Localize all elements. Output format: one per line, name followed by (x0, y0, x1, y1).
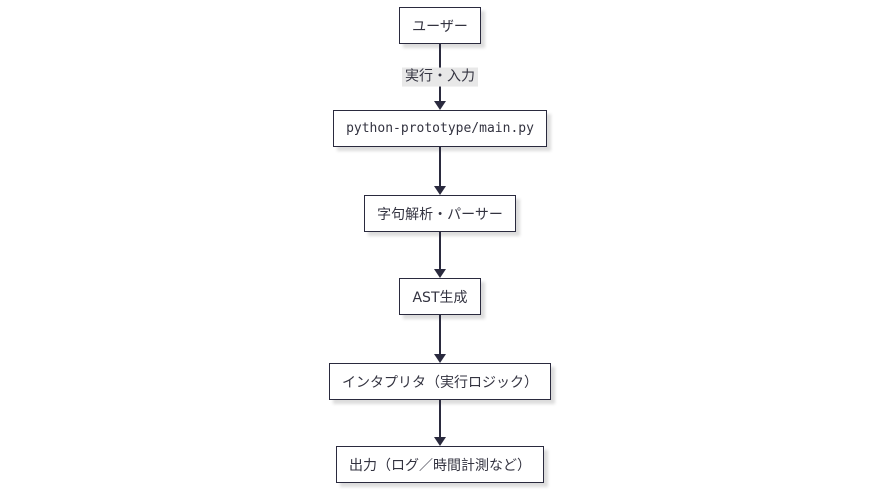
arrow-ast-to-interpreter (434, 315, 446, 363)
arrow-line (439, 315, 441, 354)
node-ast: AST生成 (399, 278, 481, 315)
arrow-interpreter-to-output (434, 400, 446, 446)
node-output: 出力（ログ／時間計測など） (336, 446, 544, 483)
arrow-lexer-to-ast (434, 232, 446, 278)
arrow-head-icon (434, 354, 446, 363)
arrow-head-icon (434, 101, 446, 110)
arrow-user-to-main: 実行・入力 (402, 44, 478, 110)
arrow-line (439, 400, 441, 437)
node-interpreter: インタプリタ（実行ロジック） (329, 363, 551, 400)
node-lexer-parser: 字句解析・パーサー (364, 195, 516, 232)
arrow-head-icon (434, 186, 446, 195)
arrow-main-to-lexer (434, 147, 446, 195)
arrow-line (439, 147, 441, 186)
arrow-line (439, 232, 441, 269)
arrow-head-icon (434, 437, 446, 446)
edge-label-execute-input: 実行・入力 (402, 67, 478, 87)
node-user: ユーザー (399, 7, 481, 44)
arrow-head-icon (434, 269, 446, 278)
node-main-py: python-prototype/main.py (333, 110, 547, 147)
